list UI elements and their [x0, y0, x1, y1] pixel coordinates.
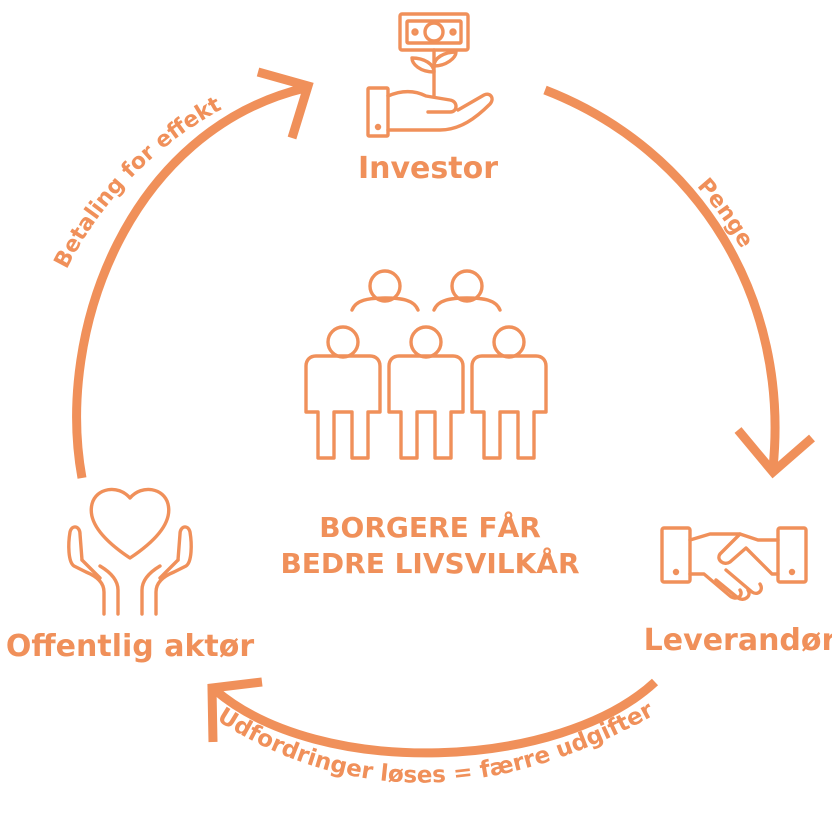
center-title-line2: BEDRE LIVSVILKÅR: [280, 546, 579, 580]
handshake-icon: [660, 526, 808, 601]
money-plant-hand-icon: [366, 12, 494, 138]
arc-supplier-to-public: [212, 678, 659, 758]
investor-label: Investor: [358, 151, 498, 186]
arrowhead-investor: [256, 67, 314, 140]
flow-label-payment: Betaling for effekt: [50, 92, 226, 272]
flow-label-solved: Udfordringer løses = færre udgifter: [213, 697, 658, 789]
center-title-line1: BORGERE FÅR: [319, 510, 541, 544]
public-label: Offentlig aktør: [6, 629, 254, 664]
citizens-group-icon: [304, 269, 548, 460]
arrowhead-supplier: [734, 427, 815, 479]
arc-public-to-investor: [72, 83, 307, 479]
arc-investor-to-supplier: [543, 85, 780, 469]
heart-hands-icon: [67, 487, 193, 616]
arrowhead-public: [207, 677, 263, 743]
supplier-label: Leverandør: [644, 623, 832, 658]
